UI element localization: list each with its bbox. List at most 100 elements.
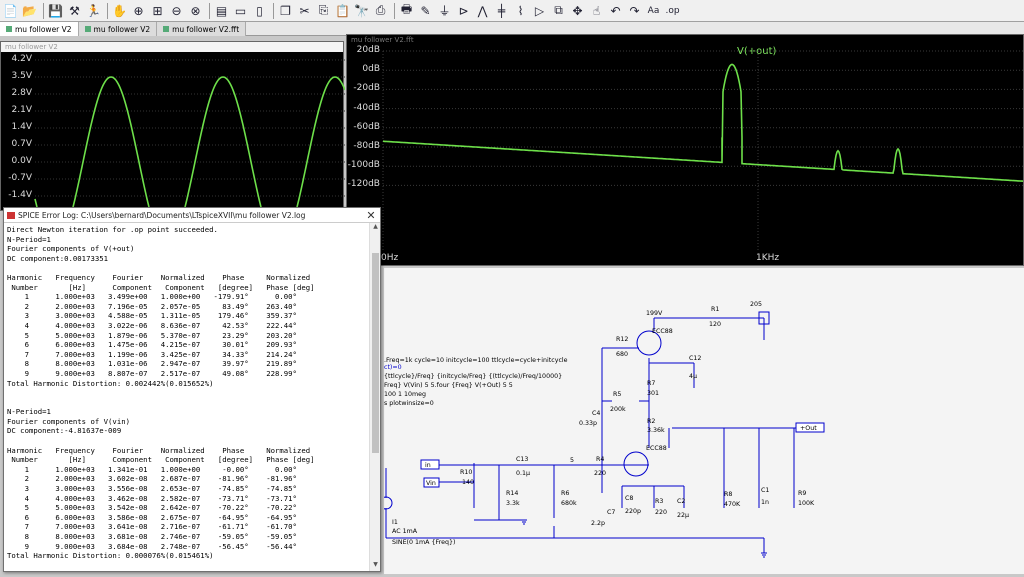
label-r6-value: 680k (561, 500, 577, 507)
zoom-out-icon[interactable]: ⊖ (171, 3, 182, 18)
open-folder-icon[interactable]: 📂 (22, 3, 37, 18)
diode-icon[interactable]: ▷ (534, 3, 545, 18)
label-in: in (425, 462, 431, 469)
text-icon[interactable]: Aa (647, 5, 660, 16)
fft-y-tick: -100dB (347, 160, 380, 171)
tile-horizontal-icon[interactable]: ▭ (234, 3, 247, 18)
redo-icon[interactable]: ↷ (629, 3, 640, 18)
log-line: 6 6.000e+03 1.475e-06 4.215e-07 30.01° 2… (7, 340, 297, 350)
label-r4: R4 (596, 456, 604, 463)
component-icon[interactable]: ⧉ (554, 3, 563, 17)
close-icon[interactable]: ✕ (366, 209, 376, 222)
port-in[interactable] (420, 459, 440, 470)
error-log-scrollbar[interactable]: ▲ ▼ (369, 223, 380, 571)
label-c1-value: 1n (761, 499, 769, 506)
label-c12-value: 4µ (689, 373, 697, 380)
fft-trace-label[interactable]: V(+out) (737, 46, 777, 57)
log-line (7, 263, 370, 273)
log-line: 6 6.000e+03 3.586e-08 2.675e-07 -64.95° … (7, 512, 297, 522)
cut-icon[interactable]: ✂ (299, 3, 310, 18)
print-icon[interactable]: ⎙ (375, 3, 386, 17)
log-line: DC component:0.00173351 (7, 253, 109, 263)
resistor-icon[interactable]: ⋀ (477, 3, 488, 18)
run-icon[interactable]: 🏃 (86, 3, 101, 18)
fft-y-tick: -120dB (347, 179, 380, 190)
port-out[interactable] (795, 422, 825, 433)
log-line (7, 398, 370, 408)
label-c2-value: 22µ (677, 512, 689, 519)
label-c13: C13 (516, 456, 528, 463)
zoom-in-icon[interactable]: ⊕ (133, 3, 144, 18)
zoom-cancel-icon[interactable]: ⊗ (190, 3, 201, 18)
label-r4-value: 220 (594, 470, 606, 477)
label-r5-value: 200k (610, 406, 626, 413)
label-r9: R9 (798, 490, 806, 497)
log-line: 2 2.000e+03 7.196e-05 2.057e-05 83.49° 2… (7, 301, 297, 311)
scroll-down-icon[interactable]: ▼ (373, 561, 378, 568)
label-ecc88-top: ECC88 (652, 328, 673, 335)
directive-line-3[interactable]: Freq} V(Vin) 5 5.four {Freq} V(+Out) 5 5 (384, 382, 513, 389)
spice-directive-icon[interactable]: .op (665, 5, 680, 16)
time-plot-canvas[interactable] (1, 52, 345, 212)
inductor-icon[interactable]: ⌇ (517, 3, 524, 18)
directive-line-1[interactable]: .Freq=1k cycle=10 initcycle=100 ttlcycle… (384, 357, 568, 364)
directive-line-5[interactable]: s plotwinsize=0 (384, 400, 434, 407)
fft-plot-canvas[interactable] (347, 35, 1024, 267)
move-icon[interactable]: ✥ (572, 3, 583, 18)
control-panel-icon[interactable]: ⚒ (69, 3, 80, 18)
log-line: 8 8.000e+03 3.681e-08 2.746e-07 -59.05° … (7, 532, 297, 541)
drag-icon[interactable]: ☝ (592, 3, 601, 18)
wire-label-icon[interactable]: ⊳ (458, 3, 469, 18)
zoom-fit-icon[interactable]: ⊞ (152, 3, 163, 18)
log-line: Fourier components of V(+out) (7, 244, 135, 254)
spice-error-log-window[interactable]: SPICE Error Log: C:\Users\bernard\Docume… (3, 207, 381, 572)
scroll-up-icon[interactable]: ▲ (373, 223, 378, 230)
undo-icon[interactable]: ↶ (610, 3, 621, 18)
print-preview-icon[interactable]: 🖶 (400, 2, 413, 16)
label-i1: I1 (392, 519, 398, 526)
error-log-titlebar[interactable]: SPICE Error Log: C:\Users\bernard\Docume… (4, 208, 380, 223)
log-line: Fourier components of V(vin) (7, 416, 131, 426)
toolbar-separator (43, 2, 44, 19)
halt-icon[interactable]: ✋ (112, 3, 127, 18)
label-r14-value: 3.3k (506, 500, 520, 507)
label-ecc88-bottom: ECC88 (646, 445, 667, 452)
time-trace (34, 76, 345, 212)
error-log-text[interactable]: Direct Newton iteration for .op point su… (7, 225, 370, 570)
fft-y-tick: -20dB (353, 83, 380, 94)
directive-line-4[interactable]: 100 1 10meg (384, 391, 426, 398)
current-source-i1[interactable] (379, 496, 393, 510)
copy-icon[interactable]: ⎘ (318, 3, 329, 17)
schematic-svg[interactable]: .Freq=1k cycle=10 initcycle=100 ttlcycle… (379, 268, 1024, 574)
toolbar-separator (107, 2, 108, 19)
tab-schematic[interactable]: mu follower V2 (0, 22, 79, 36)
toolbar-separator (209, 2, 210, 19)
label-r5: R5 (613, 391, 621, 398)
label-r10: R10 (460, 469, 472, 476)
time-y-tick: 0.7V (11, 139, 32, 149)
schematic-canvas[interactable]: .Freq=1k cycle=10 initcycle=100 ttlcycle… (379, 268, 1024, 574)
directive-line-2[interactable]: {ttlcycle}/Freq} {initcycle/Freq} {(ttlc… (384, 373, 562, 380)
cascade-icon[interactable]: ❐ (280, 3, 291, 18)
save-icon[interactable]: 💾 (48, 3, 63, 18)
port-vin[interactable] (423, 477, 440, 488)
tube-ecc88-top[interactable] (636, 330, 662, 356)
label-node-5: 5 (570, 457, 574, 464)
scroll-thumb[interactable] (372, 253, 379, 453)
tab-waveform[interactable]: mu follower V2 (78, 22, 158, 36)
log-line: 4 4.000e+03 3.022e-06 8.636e-07 42.53° 2… (7, 320, 297, 330)
tile-vertical-icon[interactable]: ▯ (256, 3, 263, 18)
tube-ecc88-bottom[interactable] (623, 451, 649, 477)
tab-fft[interactable]: mu follower V2.fft (157, 22, 247, 36)
open-icon[interactable]: 📄 (3, 3, 18, 18)
autorange-icon[interactable]: ▤ (215, 3, 228, 18)
log-line: Total Harmonic Distortion: 0.000076%(0.0… (7, 551, 214, 561)
pencil-icon[interactable]: ✎ (420, 3, 431, 18)
capacitor-icon[interactable]: ╪ (497, 3, 506, 18)
voltage-source-205[interactable] (758, 311, 770, 325)
ground-icon[interactable]: ⏚ (438, 4, 451, 18)
find-icon[interactable]: 🔭 (354, 3, 369, 18)
label-r12: R12 (616, 336, 628, 343)
paste-icon[interactable]: 📋 (335, 3, 350, 18)
